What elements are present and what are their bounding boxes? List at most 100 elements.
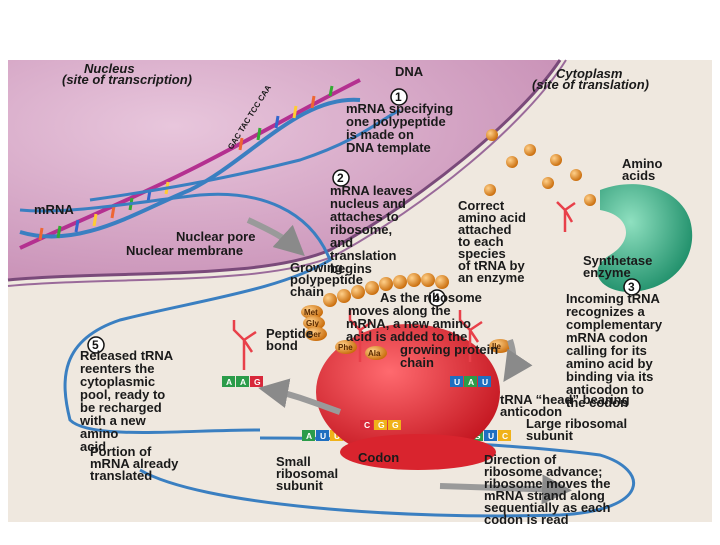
amino-acid-label: Ile <box>492 342 501 351</box>
cytoplasm-title: Cytoplasm <box>556 66 623 81</box>
step-4: 4 As the ribosome moves along the mRNA, … <box>346 289 498 370</box>
codon-base-letter: G <box>392 420 399 430</box>
codon-base-tile <box>360 420 373 430</box>
arrow-ribosome-direction <box>439 474 572 505</box>
step-2-line-5: and <box>330 235 353 250</box>
step-2-line-6: translation <box>330 248 397 263</box>
synthetase-label-1: Synthetase <box>583 253 652 268</box>
step-1-number: 1 <box>395 90 402 104</box>
direction-label-5: sequentially as each <box>484 500 611 515</box>
step-5-line-2: reenters the <box>80 361 154 376</box>
amino-acid-bead <box>365 346 387 360</box>
amino-acid-bead <box>305 327 327 341</box>
step-3-line-3: complementary <box>566 317 663 332</box>
step-5-line-8: acid <box>80 439 106 454</box>
amino-acid-label: Phe <box>338 343 353 352</box>
codon-base-tile <box>388 420 401 430</box>
step-4-line-1: As the ribosome <box>380 290 482 305</box>
released-base-letter: A <box>240 377 246 387</box>
released-base-letter: G <box>254 377 261 387</box>
growing-chain-label-2: polypeptide <box>290 272 363 287</box>
step-3-line-5: calling for its <box>566 343 647 358</box>
step-3-line-8: anticodon to <box>566 382 644 397</box>
correct-label-3: attached <box>458 222 512 237</box>
step-3: 3 Incoming tRNA recognizes a complementa… <box>566 278 663 410</box>
step-3-line-4: mRNA codon <box>566 330 648 345</box>
step-5: 5 Released tRNA reenters the cytoplasmic… <box>79 336 174 454</box>
amino-acids-label-2: acids <box>622 168 655 183</box>
codon-label: Codon <box>358 450 399 465</box>
peptide-bond-label-1: Peptide <box>266 326 313 341</box>
trna-head-label-1: tRNA “head” bearing <box>500 392 630 407</box>
amino-acid-bead <box>335 340 357 354</box>
mrna-base-tile <box>498 430 511 441</box>
correct-label-6: of tRNA by <box>458 258 525 273</box>
amino-acid-pool <box>484 129 596 206</box>
step-5-line-7: amino <box>80 426 118 441</box>
step-3-number: 3 <box>628 280 635 294</box>
step-4-line-4: acid is added to the <box>346 329 467 344</box>
growing-chain-label-3: chain <box>290 284 324 299</box>
step-4-line-2: moves along the <box>348 303 451 318</box>
synthetase-label-2: enzyme <box>583 265 631 280</box>
amino-acid-label: Met <box>304 308 318 317</box>
anticodon-base-letter: U <box>482 377 488 387</box>
polypeptide-chain <box>323 273 449 307</box>
step-1-line-3: is made on <box>346 127 414 142</box>
step-3-line-6: amino acid by <box>566 356 653 371</box>
mrna-base-letter: A <box>306 431 312 441</box>
synthetase-enzyme-shape <box>597 184 693 292</box>
step-1-line-4: DNA template <box>346 140 431 155</box>
peptide-bond-label-2: bond <box>266 338 298 353</box>
step-1-line-2: one polypeptide <box>346 114 446 129</box>
step-3-line-2: recognizes a <box>566 304 646 319</box>
amino-acid-label: Ala <box>368 349 381 358</box>
mrna-base-tile <box>330 430 343 441</box>
anticodon-base-letter: A <box>468 377 474 387</box>
step-5-line-1: Released tRNA <box>80 348 174 363</box>
mrna-base-tile <box>302 430 315 441</box>
step-2: 2 mRNA leaves nucleus and attaches to ri… <box>330 169 413 276</box>
large-subunit-label-2: subunit <box>526 428 574 443</box>
codon-base-letter: G <box>378 420 385 430</box>
step-2-number: 2 <box>337 171 344 185</box>
cytoplasm-subtitle: (site of translation) <box>532 77 649 92</box>
direction-label-6: codon is read <box>484 512 569 527</box>
correct-label-1: Correct <box>458 198 505 213</box>
step-2-line-1: mRNA leaves <box>330 183 413 198</box>
direction-label-2: ribosome advance; <box>484 464 603 479</box>
trna-released <box>232 320 257 370</box>
mrna-base-letter: U <box>488 431 494 441</box>
mrna-base-tile <box>316 430 329 441</box>
correct-label-4: to each <box>458 234 504 249</box>
released-base-letter: A <box>226 377 232 387</box>
mrna-base-letter: U <box>320 431 326 441</box>
step-2-line-3: attaches to <box>330 209 399 224</box>
mrna-base-letter: U <box>334 431 340 441</box>
step-5-line-5: be recharged <box>80 400 162 415</box>
correct-label-7: an enzyme <box>458 270 524 285</box>
large-subunit-label-1: Large ribosomal <box>526 416 627 431</box>
arrow-trna-release <box>258 378 342 415</box>
small-subunit-label-3: subunit <box>276 478 324 493</box>
arrow-trna-incoming <box>503 339 533 382</box>
nuclear-membrane-outer <box>7 59 567 287</box>
step-2-line-7: begins <box>330 261 372 276</box>
amino-acid-bead <box>303 316 325 330</box>
step-2-line-4: ribosome, <box>330 222 392 237</box>
trna-in-ribosome <box>348 310 483 362</box>
portion-label-1: Portion of <box>90 444 152 459</box>
released-base-tile <box>250 376 263 387</box>
anticodon-base-letter: U <box>454 377 460 387</box>
step-3-line-7: binding via its <box>566 369 653 384</box>
nucleus-title: Nucleus <box>84 61 135 76</box>
step-3-line-9: the codon <box>566 395 628 410</box>
small-subunit-label-2: ribosomal <box>276 466 338 481</box>
nuclear-pore-label: Nuclear pore <box>176 229 255 244</box>
anticodon-base-tile <box>478 376 491 387</box>
step-3-line-1: Incoming tRNA <box>566 291 660 306</box>
step-1: 1 mRNA specifying one polypeptide is mad… <box>346 88 453 155</box>
arrow-mrna-to-ribosome <box>246 217 305 257</box>
